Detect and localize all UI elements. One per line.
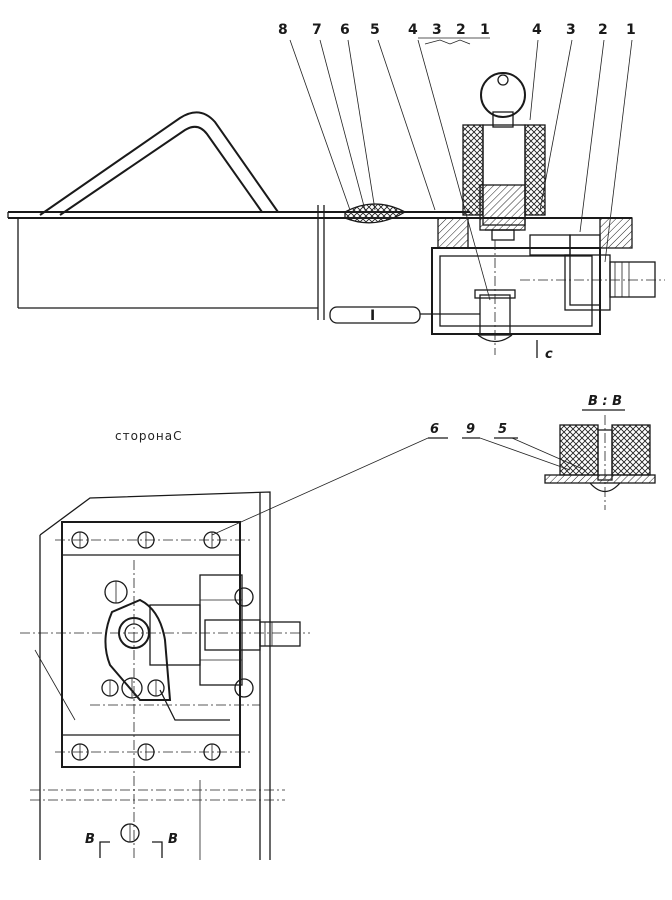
label-8: 8 <box>278 22 288 38</box>
right-label-4: 4 <box>532 22 542 38</box>
label-5: 5 <box>370 22 380 38</box>
callout-9: 9 <box>466 422 475 437</box>
side-caption: сторонаС <box>115 429 182 443</box>
right-label-2: 2 <box>598 22 608 38</box>
group-label-4: 4 <box>408 22 418 38</box>
side-view: сторонаС <box>20 422 448 860</box>
label-7: 7 <box>312 22 322 38</box>
right-label-3: 3 <box>566 22 576 38</box>
section-mark-left: B <box>85 832 95 847</box>
label-6: 6 <box>340 22 350 38</box>
section-bb-detail: B : B 9 5 <box>462 394 656 510</box>
section-view: I c 8 7 6 5 4 3 2 1 4 3 2 1 <box>7 22 665 362</box>
group-label-3: 3 <box>432 22 442 38</box>
screws-bottom <box>71 743 221 761</box>
section-title: B : B <box>588 394 622 409</box>
group-label-1: 1 <box>480 22 490 38</box>
view-mark-c: c <box>545 347 553 362</box>
screws-top <box>71 531 221 549</box>
group-label-2: 2 <box>456 22 466 38</box>
rod-mark: I <box>370 308 375 324</box>
callout-6: 6 <box>430 422 439 437</box>
right-label-1: 1 <box>626 22 636 38</box>
section-mark-right: B <box>168 832 178 847</box>
callout-5: 5 <box>498 422 507 437</box>
